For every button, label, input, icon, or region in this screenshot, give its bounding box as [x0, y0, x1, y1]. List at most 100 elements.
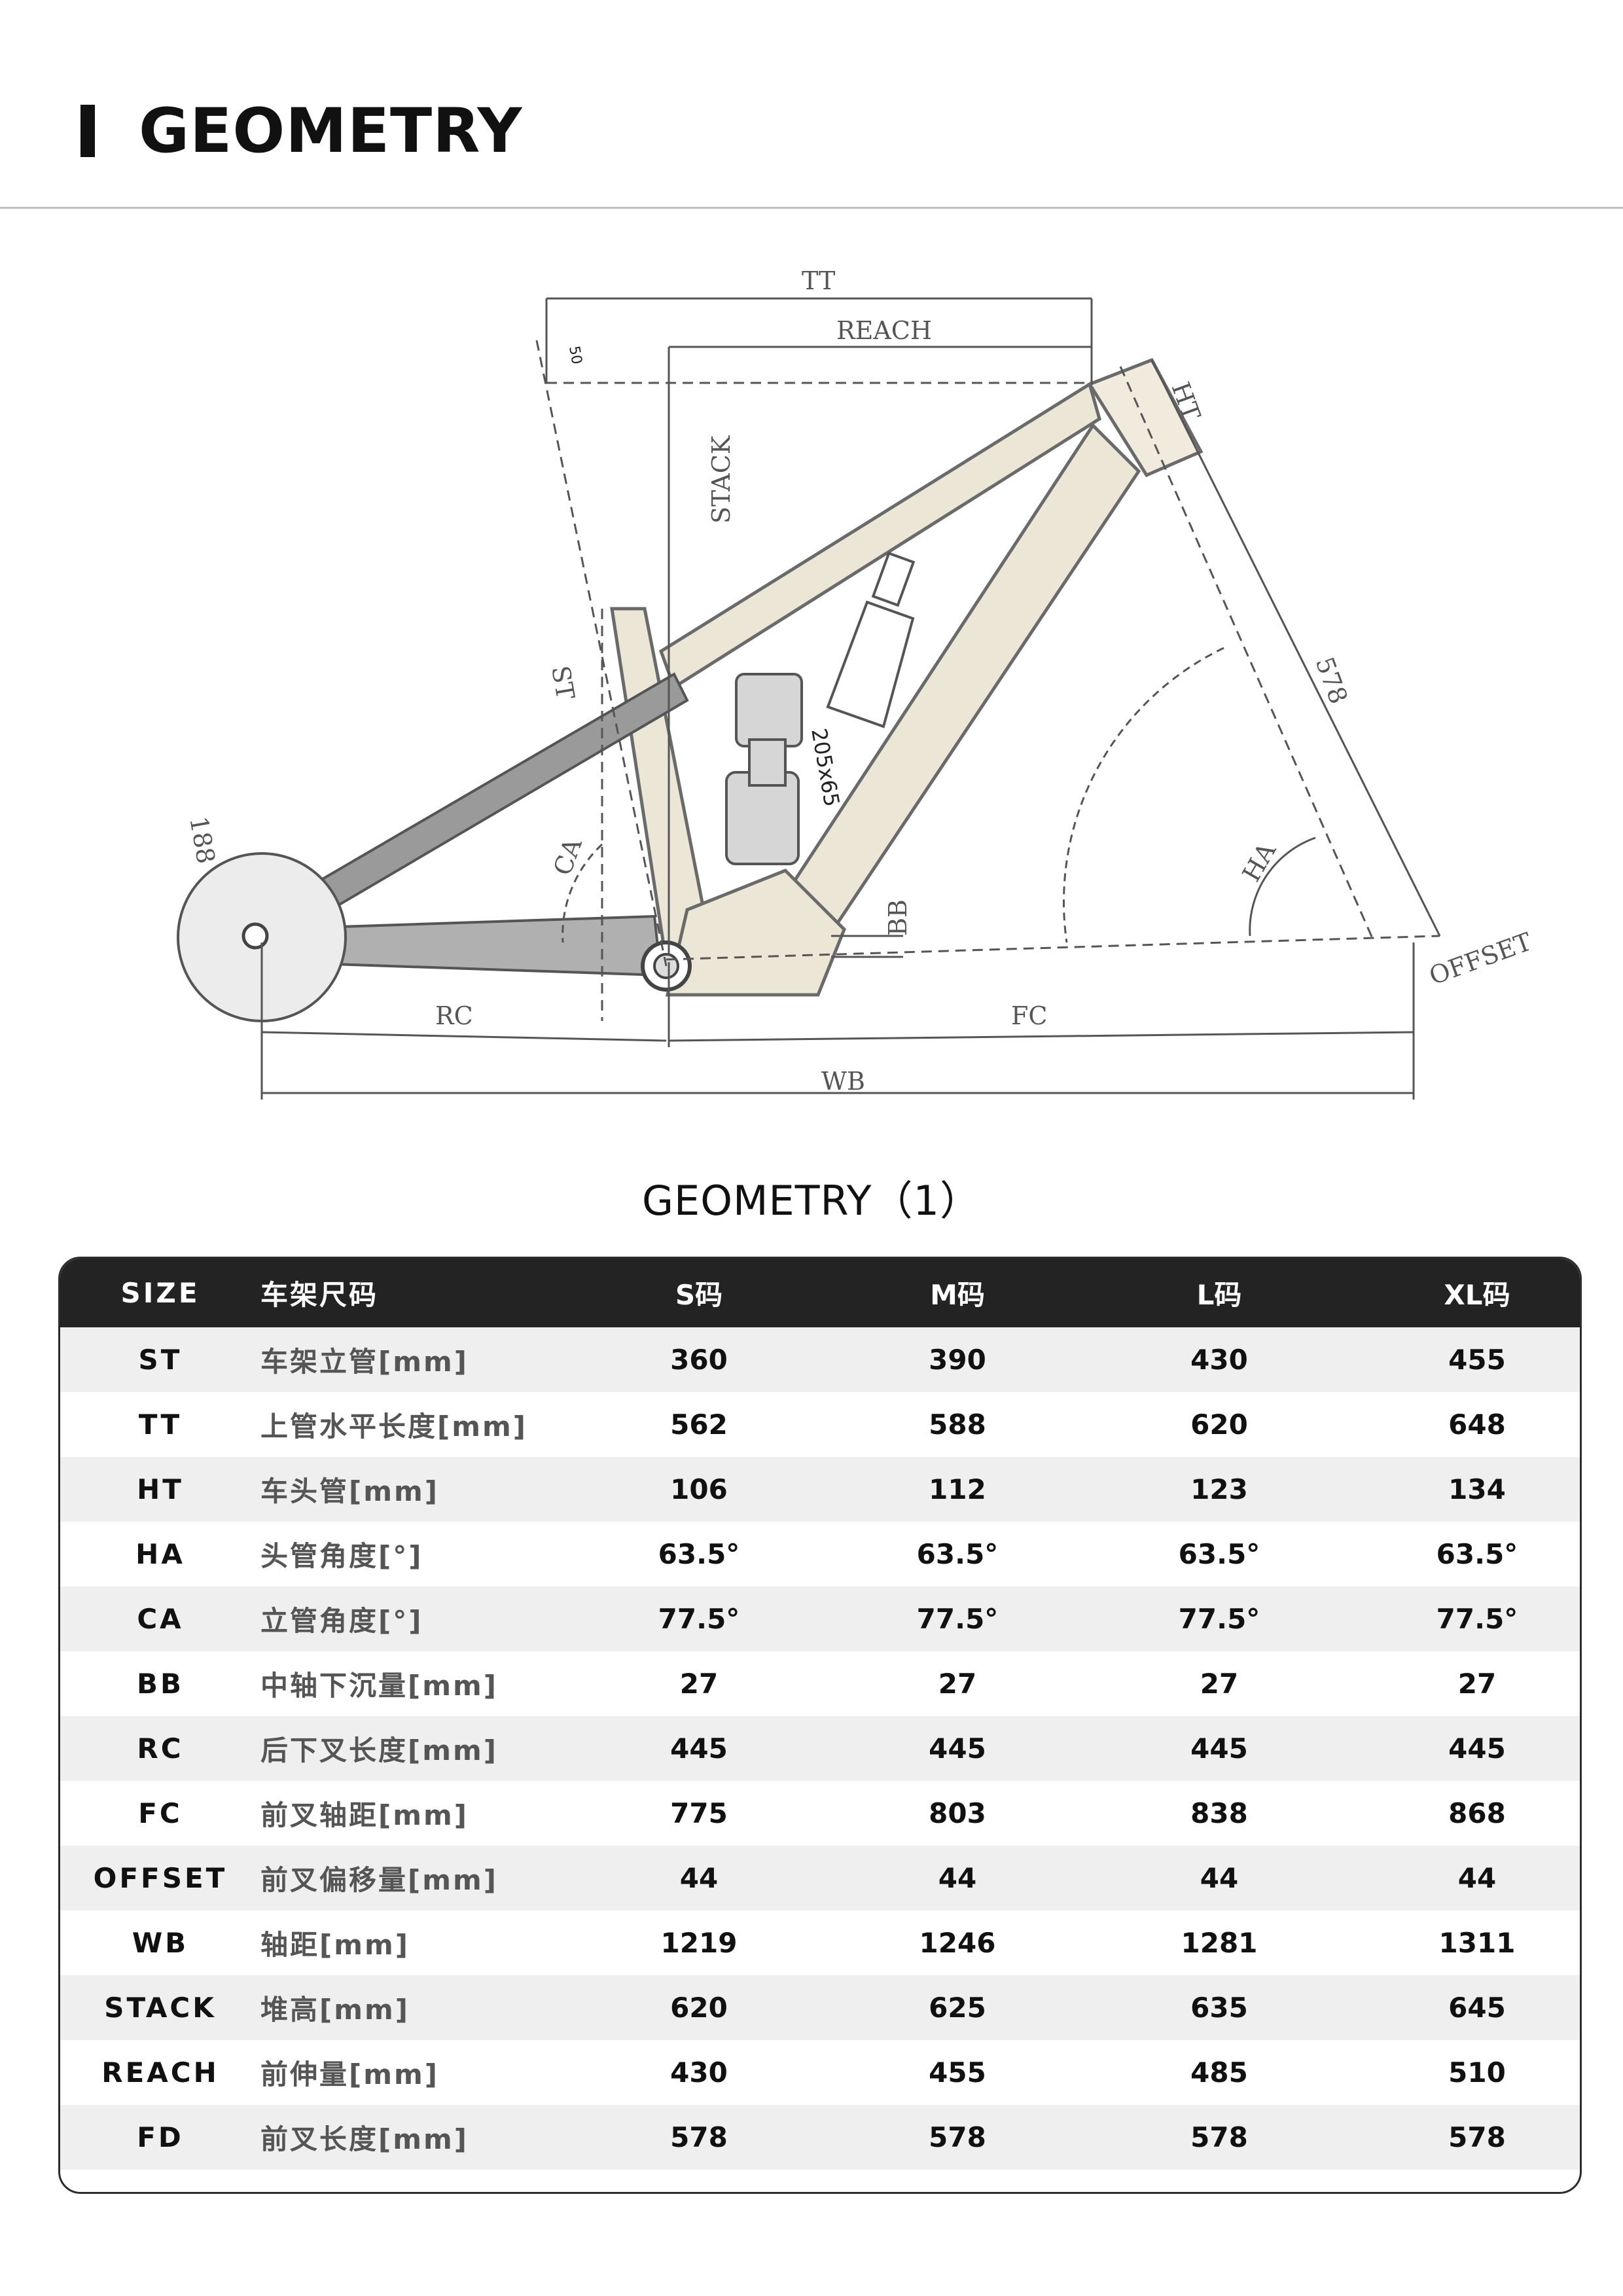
row-size: STACK [104, 1992, 217, 2024]
row-xl: 868 [1448, 1797, 1506, 1829]
table-row: HT 车头管[mm] 106 112 123 134 [60, 1457, 1580, 1522]
row-l: 44 [1200, 1862, 1239, 1894]
row-m: 803 [929, 1797, 986, 1829]
table-row: RC 后下叉长度[mm] 445 445 445 445 [60, 1716, 1580, 1781]
header-cn: 车架尺码 [260, 1279, 379, 1311]
row-size: HT [137, 1473, 184, 1505]
row-l: 430 [1190, 1344, 1248, 1376]
row-m: 63.5° [916, 1538, 999, 1570]
row-xl: 44 [1457, 1862, 1497, 1894]
label-fork-length: 578 [1310, 653, 1353, 708]
row-l: 123 [1190, 1473, 1248, 1505]
row-size: REACH [101, 2056, 219, 2089]
label-shock-size: 205x65 [806, 726, 844, 808]
row-l: 445 [1190, 1732, 1248, 1765]
row-m: 588 [929, 1408, 986, 1441]
header-accent-bar [80, 105, 95, 157]
table-row: STACK 堆高[mm] 620 625 635 645 [60, 1975, 1580, 2040]
row-s: 44 [679, 1862, 719, 1894]
row-l: 27 [1200, 1668, 1239, 1700]
row-l: 578 [1190, 2121, 1248, 2153]
row-s: 63.5° [658, 1538, 740, 1570]
header-s: S码 [675, 1279, 723, 1311]
row-m: 112 [929, 1473, 986, 1505]
row-xl: 455 [1448, 1344, 1506, 1376]
row-cn: 轴距[mm] [260, 1929, 410, 1961]
row-m: 445 [929, 1732, 986, 1765]
row-cn: 前叉长度[mm] [260, 2123, 469, 2155]
row-size: WB [132, 1927, 189, 1959]
row-s: 1219 [660, 1927, 738, 1959]
dimension-lines [260, 297, 1441, 1100]
row-m: 27 [938, 1668, 977, 1700]
row-m: 77.5° [916, 1603, 999, 1635]
row-cn: 中轴下沉量[mm] [260, 1670, 498, 1702]
row-m: 455 [929, 2056, 986, 2089]
row-cn: 前叉偏移量[mm] [260, 1864, 498, 1896]
row-cn: 堆高[mm] [260, 1994, 410, 2026]
row-size: FC [138, 1797, 183, 1829]
row-size: OFFSET [93, 1862, 228, 1894]
row-cn: 头管角度[°] [260, 1540, 423, 1572]
row-size: ST [138, 1344, 183, 1376]
row-xl: 1311 [1438, 1927, 1516, 1959]
rear-shock [725, 673, 803, 865]
label-ca: CA [548, 834, 588, 879]
row-cn: 后下叉长度[mm] [260, 1734, 498, 1767]
table-row: FC 前叉轴距[mm] 775 803 838 868 [60, 1781, 1580, 1846]
row-s: 106 [670, 1473, 728, 1505]
row-cn: 前伸量[mm] [260, 2058, 439, 2090]
bike-frame [610, 357, 1204, 997]
row-cn: 车架立管[mm] [260, 1346, 469, 1378]
label-seat-offset: 50 [565, 345, 584, 366]
header-m: M码 [930, 1279, 985, 1311]
geometry-diagram: TT REACH STACK HT 578 ST CA HA BB RC FC … [177, 266, 1535, 1100]
row-xl: 63.5° [1436, 1538, 1518, 1570]
row-size: TT [138, 1408, 183, 1441]
water-bottle [826, 551, 916, 728]
row-xl: 645 [1448, 1992, 1506, 2024]
row-l: 63.5° [1178, 1538, 1260, 1570]
row-l: 485 [1190, 2056, 1248, 2089]
page-header: GEOMETRY [0, 0, 1623, 209]
label-reach: REACH [836, 316, 932, 345]
row-s: 27 [679, 1668, 719, 1700]
table-header-row: SIZE 车架尺码 S码 M码 L码 XL码 [60, 1259, 1580, 1327]
table-row: CA 立管角度[°] 77.5° 77.5° 77.5° 77.5° [60, 1587, 1580, 1651]
row-xl: 648 [1448, 1408, 1506, 1441]
row-s: 445 [670, 1732, 728, 1765]
label-wb: WB [821, 1067, 865, 1096]
label-chainring: 188 [184, 814, 221, 866]
label-ha: HA [1237, 838, 1282, 887]
row-xl: 445 [1448, 1732, 1506, 1765]
label-st: ST [546, 664, 580, 702]
table-row: BB 中轴下沉量[mm] 27 27 27 27 [60, 1651, 1580, 1716]
row-cn: 车头管[mm] [260, 1475, 439, 1507]
head-tube [1087, 357, 1204, 478]
label-tt: TT [802, 266, 835, 295]
row-xl: 27 [1457, 1668, 1497, 1700]
row-l: 838 [1190, 1797, 1248, 1829]
table-row: WB 轴距[mm] 1219 1246 1281 1311 [60, 1910, 1580, 1975]
row-m: 625 [929, 1992, 986, 2024]
row-xl: 578 [1448, 2121, 1506, 2153]
row-s: 562 [670, 1408, 728, 1441]
row-m: 578 [929, 2121, 986, 2153]
page-title: GEOMETRY [139, 96, 523, 167]
label-bb: BB [883, 899, 912, 936]
table-row: HA 头管角度[°] 63.5° 63.5° 63.5° 63.5° [60, 1522, 1580, 1587]
row-cn: 上管水平长度[mm] [260, 1410, 527, 1443]
row-xl: 77.5° [1436, 1603, 1518, 1635]
row-xl: 134 [1448, 1473, 1506, 1505]
row-s: 360 [670, 1344, 728, 1376]
row-s: 578 [670, 2121, 728, 2153]
row-cn: 立管角度[°] [260, 1605, 423, 1637]
row-m: 1246 [919, 1927, 996, 1959]
row-size: FD [137, 2121, 184, 2153]
row-size: BB [136, 1668, 185, 1700]
header-l: L码 [1196, 1279, 1242, 1311]
table-row: TT 上管水平长度[mm] 562 588 620 648 [60, 1392, 1580, 1457]
row-size: CA [137, 1603, 184, 1635]
row-s: 430 [670, 2056, 728, 2089]
label-fc: FC [1011, 1001, 1047, 1030]
